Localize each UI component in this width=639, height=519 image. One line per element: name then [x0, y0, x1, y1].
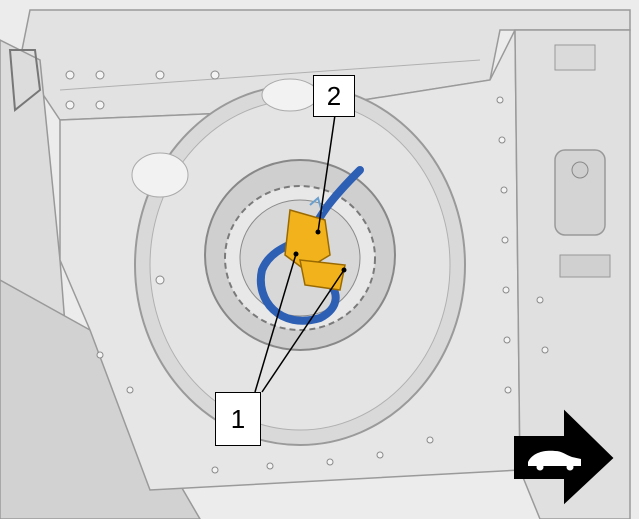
- callout-1: 1: [215, 392, 261, 446]
- panel-rivets: [65, 70, 549, 474]
- arrow-right-car-icon: [514, 409, 614, 505]
- callout-2-label: 2: [326, 80, 342, 111]
- leader-lines: [254, 114, 345, 393]
- callout-2: 2: [313, 75, 355, 117]
- callout-1-label: 1: [230, 403, 246, 434]
- electrical-connector: [299, 259, 346, 291]
